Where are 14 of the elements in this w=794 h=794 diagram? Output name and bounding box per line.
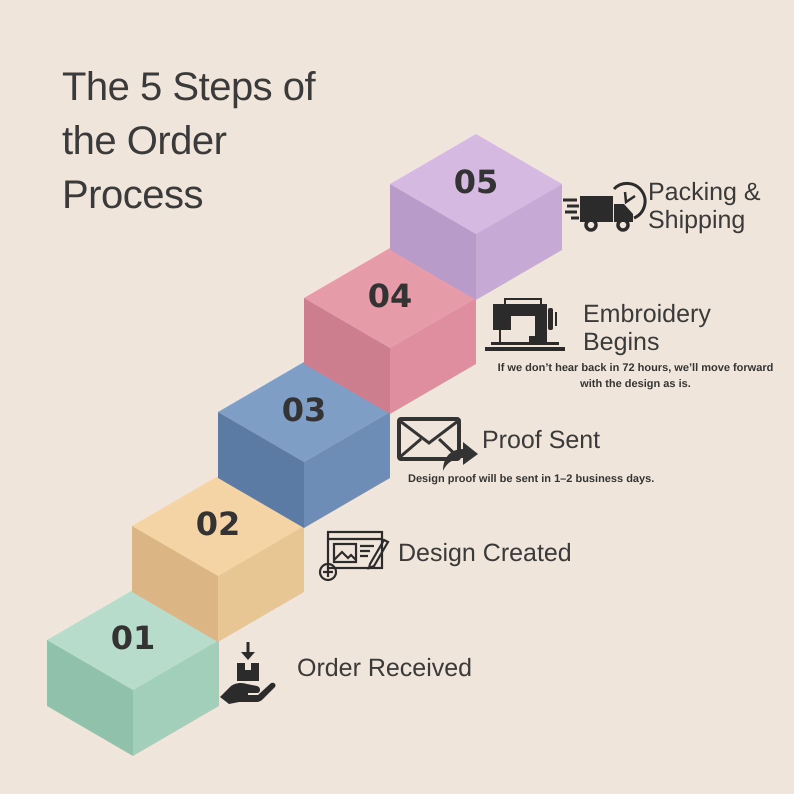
title: The 5 Steps of the Order Process xyxy=(62,64,317,219)
step-cube xyxy=(47,590,219,756)
step-label: Embroidery Begins xyxy=(583,300,712,356)
step-number: 05 xyxy=(452,164,500,200)
step-label: Packing & Shipping xyxy=(648,178,762,234)
step-label: Order Received xyxy=(297,654,474,682)
step-number: 01 xyxy=(110,620,156,656)
step-label: Design Created xyxy=(398,539,573,567)
step-label: Proof Sent xyxy=(482,426,602,454)
step-number: 02 xyxy=(194,506,242,542)
step-number: 03 xyxy=(280,392,328,428)
step-note: If we don’t hear back in 72 hours, we’ll move forward with the design as is. xyxy=(496,361,774,392)
step-note: Design proof will be sent in 1–2 business days. xyxy=(408,472,656,487)
step-number: 04 xyxy=(366,278,414,314)
